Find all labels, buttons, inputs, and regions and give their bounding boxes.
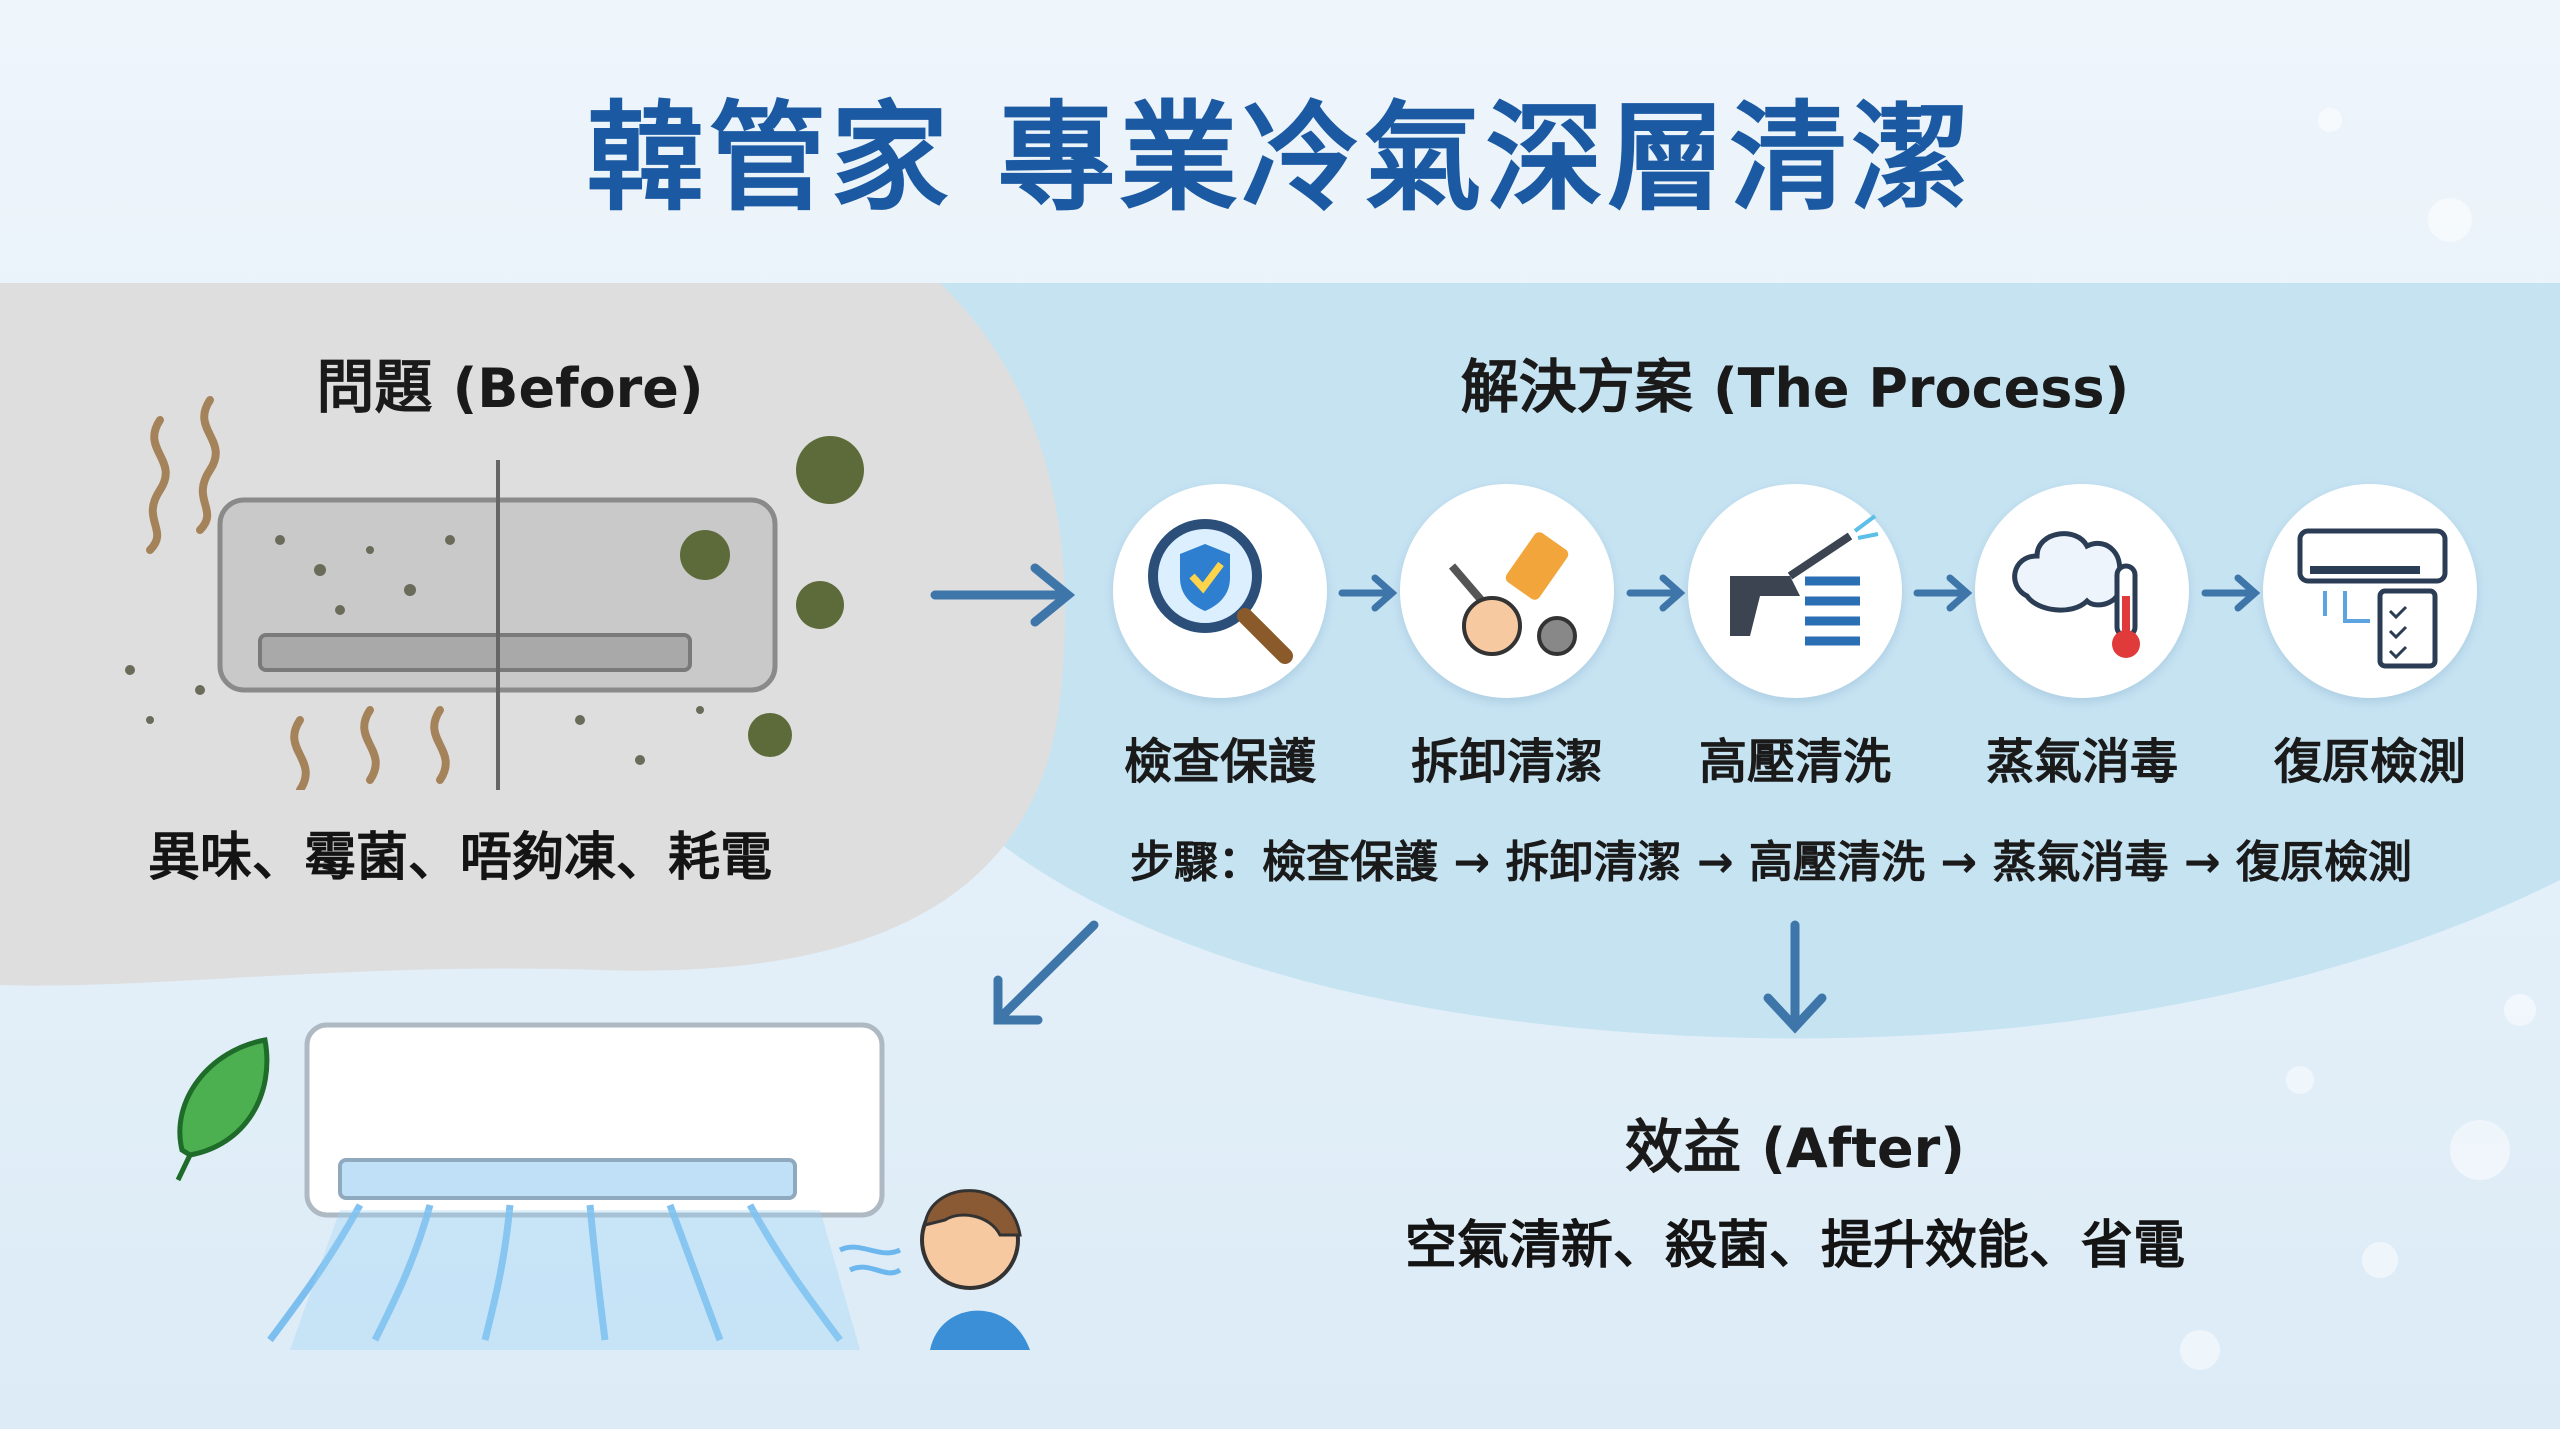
process-heading-en: (The Process)	[1712, 357, 2130, 420]
step-1-label: 檢查保護	[1123, 734, 1316, 790]
ac-checklist-icon	[2297, 528, 2448, 669]
steam-thermometer-icon	[2012, 531, 2140, 658]
brush-tools-icon	[1448, 532, 1577, 656]
process-heading: 解決方案 (The Process)	[1395, 340, 2195, 424]
pressure-washer-icon	[1730, 514, 1879, 646]
process-heading-zh: 解決方案	[1460, 353, 1693, 421]
step-4-circle	[1975, 484, 2189, 698]
step-3-circle	[1688, 484, 1902, 698]
arrow-right-icon	[930, 563, 1076, 627]
magnifier-shield-icon	[1148, 519, 1293, 664]
leaf-icon	[177, 1037, 270, 1158]
step-1-circle	[1113, 484, 1327, 698]
clean-ac-illustration	[175, 1022, 1030, 1350]
before-problems: 異味、霉菌、唔夠凍、耗電	[147, 828, 772, 888]
germ-icon	[680, 436, 864, 757]
step-2-label: 拆卸清潔	[1410, 734, 1603, 790]
after-benefits: 空氣清新、殺菌、提升效能、省電	[1404, 1216, 2185, 1276]
before-heading: 問題 (Before)	[210, 340, 810, 424]
water-drops-decoration	[2180, 108, 2536, 1370]
page-title: 韓管家 專業冷氣深層清潔	[586, 89, 1974, 227]
step-5-circle	[2263, 484, 2477, 698]
after-heading: 效益 (After)	[1395, 1100, 2195, 1184]
airflow	[267, 1203, 843, 1343]
step-5-label: 復原檢測	[2273, 734, 2466, 790]
dirty-ac-illustration	[125, 396, 864, 790]
process-summary: 步驟：檢查保護 → 拆卸清潔 → 高壓清洗 → 蒸氣消毒 → 復原檢測	[1130, 837, 2413, 888]
step-3-label: 高壓清洗	[1698, 734, 1891, 790]
after-heading-zh: 效益	[1625, 1113, 1742, 1181]
step-4-label: 蒸氣消毒	[1985, 734, 2178, 790]
person-breathing-icon	[838, 1189, 1030, 1350]
after-heading-en: (After)	[1761, 1117, 1965, 1180]
odor-icon	[146, 396, 450, 790]
step-2-circle	[1400, 484, 1614, 698]
before-heading-en: (Before)	[452, 357, 704, 420]
before-heading-zh: 問題	[316, 353, 433, 421]
